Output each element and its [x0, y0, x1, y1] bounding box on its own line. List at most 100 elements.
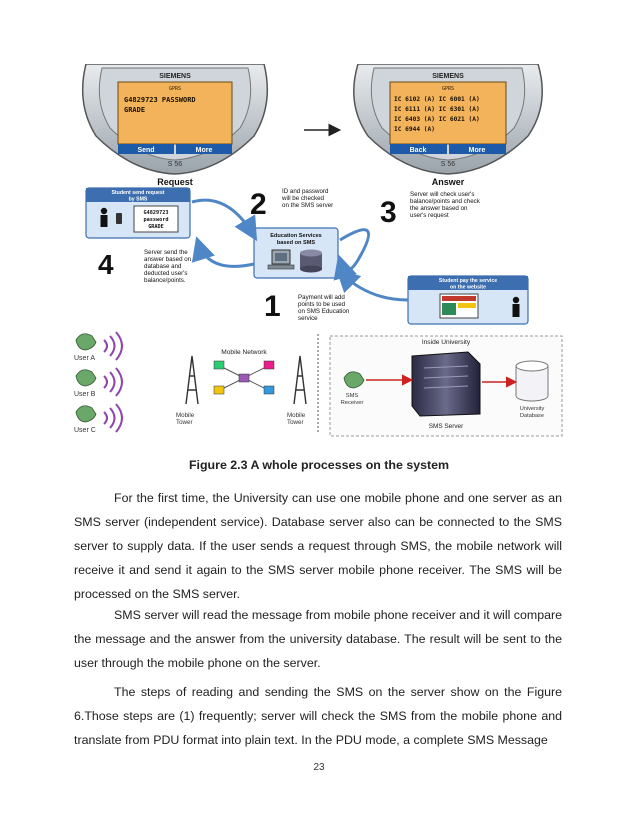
phone-handset-icon	[343, 371, 365, 389]
step-3-line-4: user's request	[410, 212, 449, 219]
step-3-number: 3	[380, 196, 397, 229]
network-node-icon	[213, 360, 225, 370]
tower-2-label-2: Tower	[287, 419, 304, 426]
mobile-network-label: Mobile Network	[221, 349, 267, 356]
step-1-line-4: service	[298, 315, 318, 322]
education-services-title-1: Education Services	[270, 233, 322, 239]
mobile-tower-1: Mobile Tower	[176, 355, 199, 426]
figure-caption: Figure 2.3 A whole processes on the syst…	[188, 458, 450, 472]
tower-1-label: Mobile	[176, 412, 195, 419]
student-pay-box: Student pay the service on the website	[407, 275, 529, 325]
education-services-box: Education Services based on SMS	[253, 227, 339, 279]
page-number: 23	[313, 762, 325, 773]
tower-icon	[293, 355, 307, 405]
student-sms-line-3: GRADE	[148, 224, 164, 230]
request-label: Request	[157, 177, 193, 187]
user-b: User B	[74, 367, 123, 398]
request-sms-line-2: GRADE	[124, 106, 145, 114]
paragraph-1: For the first time, the University can u…	[74, 486, 562, 606]
step-4-line-1: Server send the	[144, 249, 188, 256]
step-3-line-3: the answer based on	[410, 205, 468, 212]
step-4: 4 Server send the answer based on databa…	[98, 249, 192, 284]
answer-sms-line-4: IC 6944 (A)	[394, 126, 435, 133]
user-b-label: User B	[74, 391, 96, 398]
step-2-line-3: on the SMS server	[282, 202, 333, 209]
sms-receiver-label-2: Receiver	[341, 400, 364, 406]
step-3: 3 Server will check user's balance/point…	[380, 191, 481, 229]
sms-receiver: SMS Receiver	[341, 371, 365, 406]
step-1-line-1: Payment will add	[298, 294, 345, 301]
network-node-icon	[263, 385, 275, 395]
paragraph-3: The steps of reading and sending the SMS…	[74, 680, 562, 752]
tower-icon	[185, 355, 199, 405]
answer-phone-model: S 56	[441, 161, 456, 168]
website-screen-icon	[439, 293, 479, 319]
inside-university: Inside University SMS Receiver SMS Serve…	[329, 335, 563, 437]
university-database-label: University	[520, 406, 545, 412]
request-send-softkey: Send	[137, 147, 154, 154]
server-tower-icon	[411, 351, 481, 417]
answer-phone-status: GPRS	[442, 86, 454, 92]
paragraph-2: SMS server will read the message from mo…	[74, 603, 562, 675]
network-node-icon	[238, 373, 250, 383]
paragraph-1-text: For the first time, the University can u…	[74, 491, 562, 601]
student-person-icon-2	[512, 296, 520, 317]
phone-handset-icon	[75, 369, 97, 387]
answer-flow-arrow	[191, 236, 255, 268]
answer-sms-line-1: IC 6102 (A) IC 6001 (A)	[394, 96, 480, 103]
step-2-line-1: ID and password	[282, 188, 329, 195]
step-4-line-3: database and	[144, 263, 182, 270]
university-database: University Database	[515, 360, 549, 419]
sms-receiver-label: SMS	[346, 393, 359, 399]
phone-handset-icon	[75, 405, 97, 423]
student-request-title-1: Student send request	[111, 190, 164, 196]
step-4-line-4: deducted user's	[144, 270, 188, 277]
network-node-icon	[263, 360, 275, 370]
step-1: 1 Payment will add points to be used on …	[264, 290, 350, 323]
answer-back-softkey: Back	[410, 147, 427, 154]
inside-university-label: Inside University	[422, 339, 471, 346]
request-more-softkey: More	[196, 147, 213, 154]
signal-waves-icon	[103, 403, 123, 433]
student-request-box: Student send request by SMS G4829723 pas…	[85, 187, 191, 239]
student-request-title-2: by SMS	[129, 197, 148, 203]
user-c-label: User C	[74, 427, 96, 434]
database-icon	[300, 249, 322, 273]
paragraph-2-text: SMS server will read the message from mo…	[74, 608, 562, 670]
mobile-phone-icon	[116, 213, 122, 224]
step-1-number: 1	[264, 290, 281, 323]
student-pay-title-1: Student pay the service	[439, 278, 497, 284]
system-process-figure: SIEMENS GPRS G4829723 PASSWORD GRADE Sen…	[68, 64, 568, 442]
user-a-label: User A	[74, 355, 95, 362]
student-sms-line-1: G4829723	[144, 210, 169, 216]
step-1-line-3: on SMS Education	[298, 308, 350, 315]
step-4-line-5: balance/points.	[144, 277, 186, 284]
phone-handset-icon	[75, 333, 97, 351]
step-4-line-2: answer based on	[144, 256, 192, 263]
answer-phone-brand: SIEMENS	[432, 73, 464, 80]
answer-label: Answer	[432, 177, 465, 187]
payment-flow-arrow	[335, 267, 409, 302]
step-3-line-1: Server will check user's	[410, 191, 474, 198]
sms-server: SMS Server	[411, 351, 481, 430]
sms-server-label: SMS Server	[429, 423, 464, 430]
request-phone-model: S 56	[168, 161, 183, 168]
request-flow-arrow	[191, 198, 258, 242]
step-2-number: 2	[250, 188, 267, 221]
answer-sms-line-3: IC 6403 (A) IC 6021 (A)	[394, 116, 480, 123]
tower-1-label-2: Tower	[176, 419, 193, 426]
student-person-icon	[100, 207, 108, 227]
step-2-line-2: will be checked	[281, 195, 325, 202]
request-phone-brand: SIEMENS	[159, 73, 191, 80]
university-database-label-2: Database	[520, 413, 544, 419]
step-2: 2 ID and password will be checked on the…	[250, 188, 333, 221]
paragraph-3-text: The steps of reading and sending the SMS…	[74, 685, 562, 747]
student-sms-line-2: password	[144, 217, 169, 223]
answer-phone: SIEMENS GPRS IC 6102 (A) IC 6001 (A) IC …	[353, 64, 543, 187]
step-3-line-2: balance/points and check	[410, 198, 481, 205]
request-phone: SIEMENS GPRS G4829723 PASSWORD GRADE Sen…	[81, 64, 269, 187]
tower-2-label: Mobile	[287, 412, 306, 419]
answer-more-softkey: More	[469, 147, 486, 154]
mobile-network: Mobile Network	[213, 349, 275, 395]
signal-waves-icon	[103, 367, 123, 397]
